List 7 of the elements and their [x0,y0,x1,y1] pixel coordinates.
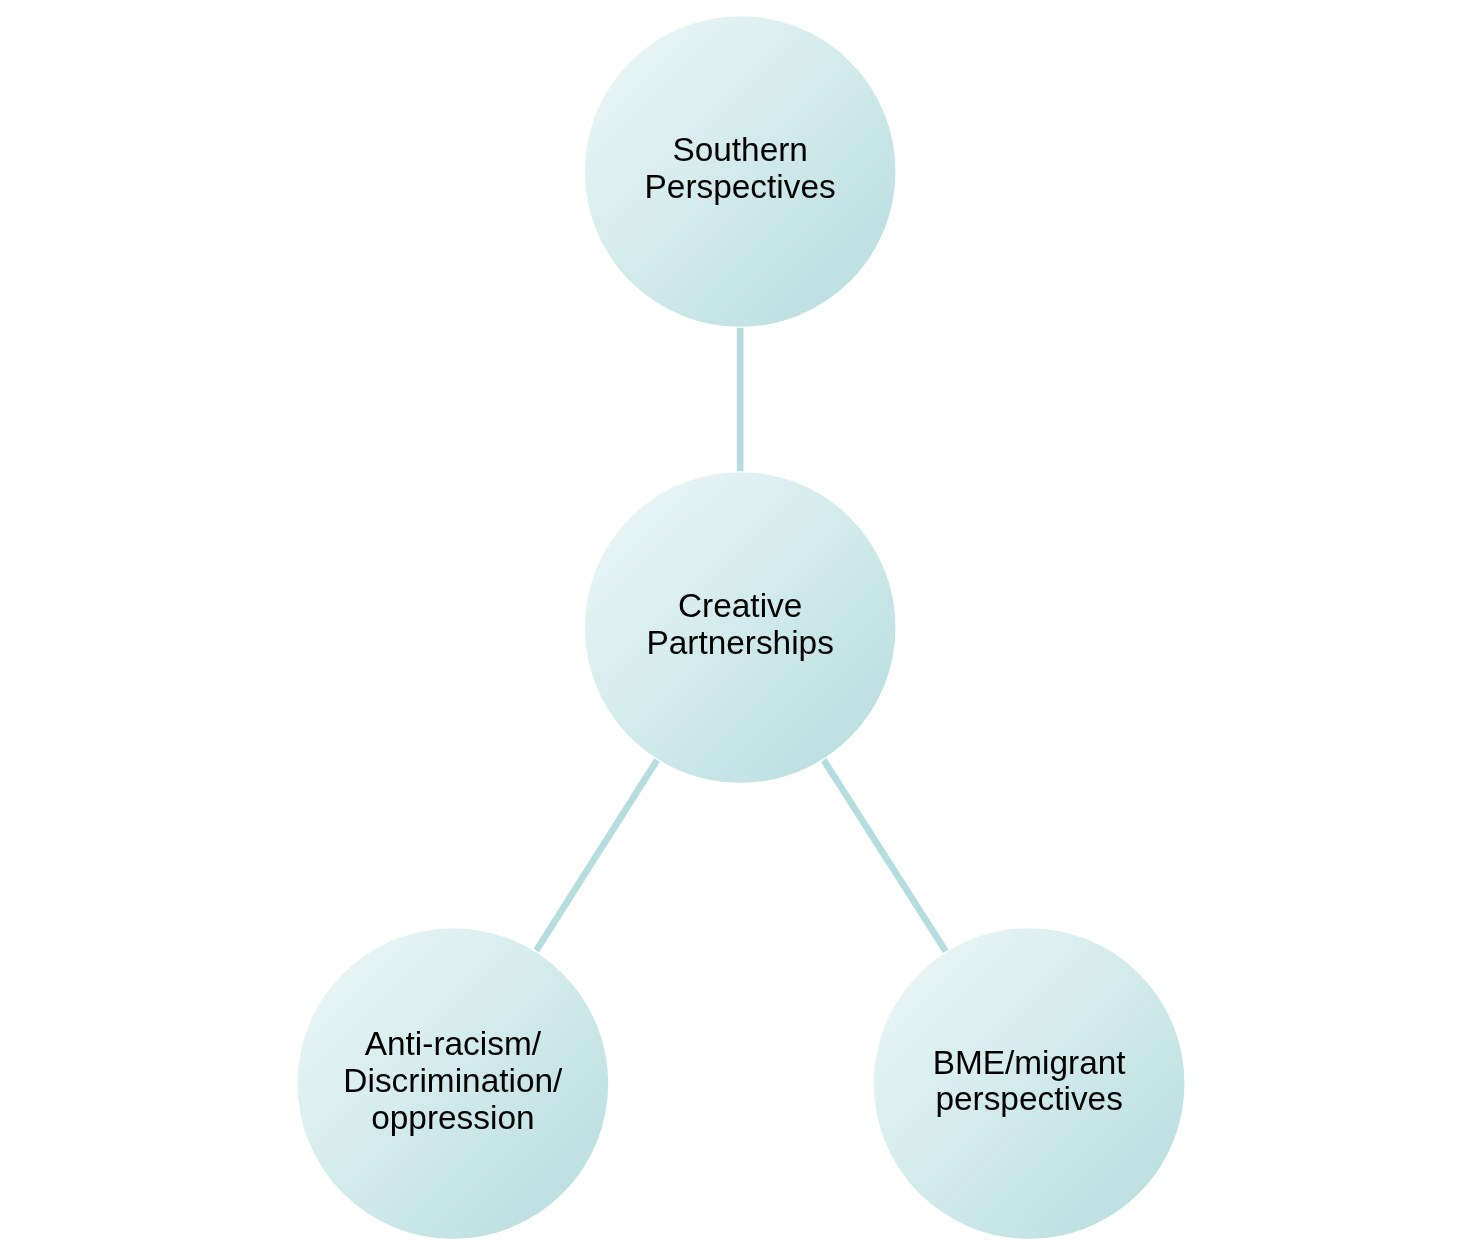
connector [820,758,949,953]
connector [533,758,660,953]
node-circle: Creative Partnerships [583,470,898,785]
node-circle: BME/migrant perspectives [872,926,1187,1241]
connector [736,327,744,472]
node-circle: Southern Perspectives [583,14,898,329]
node-circle: Anti-racism/ Discrimination/ oppression [295,926,610,1241]
